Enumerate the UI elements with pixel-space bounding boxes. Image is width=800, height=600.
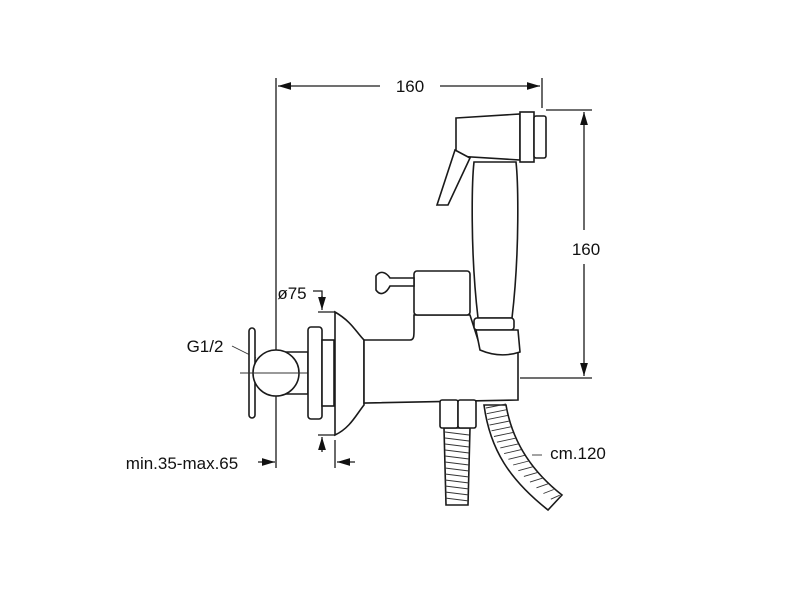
diameter-dimension: ø75 bbox=[277, 284, 335, 452]
hose-length-label: cm.120 bbox=[550, 444, 606, 463]
wall-depth-dimension: min.35-max.65 bbox=[126, 440, 355, 473]
hoses bbox=[439, 399, 564, 512]
valve-body bbox=[334, 270, 519, 437]
hose-length-callout: cm.120 bbox=[532, 444, 606, 463]
height-label: 160 bbox=[572, 240, 600, 259]
top-width-dimension: 160 bbox=[275, 77, 543, 468]
hand-spray bbox=[435, 111, 547, 356]
thread-label: G1/2 bbox=[187, 337, 224, 356]
wall-depth-label: min.35-max.65 bbox=[126, 454, 238, 473]
right-height-dimension: 160 bbox=[520, 109, 600, 379]
cross-handle bbox=[240, 326, 360, 420]
thread-callout: G1/2 bbox=[187, 337, 257, 359]
width-label: 160 bbox=[396, 77, 424, 96]
diameter-label: ø75 bbox=[277, 284, 306, 303]
